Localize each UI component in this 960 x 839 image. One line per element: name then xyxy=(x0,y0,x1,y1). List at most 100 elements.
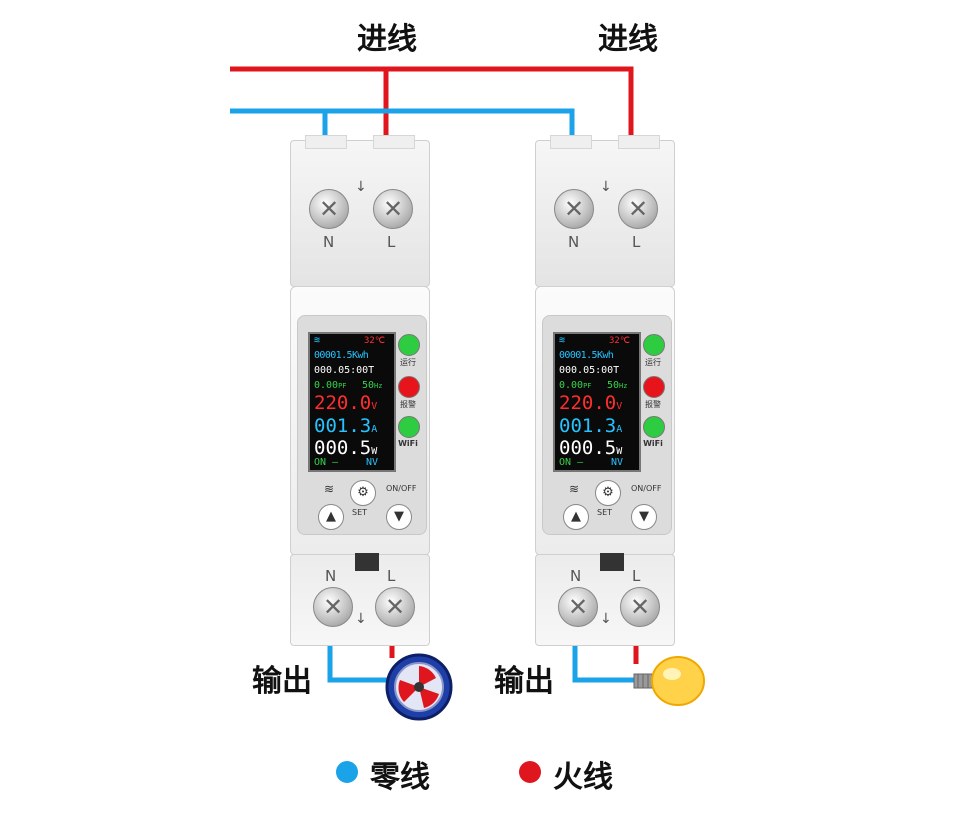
set-gear-button[interactable]: ⚙ xyxy=(350,480,376,506)
current-reading: 001.3 xyxy=(559,415,617,437)
screw-icon: ✕ xyxy=(309,189,349,229)
energy-reading: 00001.5Kwh xyxy=(314,350,369,361)
wifi-indicator-label: WiFi xyxy=(398,439,418,448)
live-input-wire xyxy=(230,66,634,150)
run-indicator-led xyxy=(398,334,420,356)
input-terminal-block: ✕ ✕ ↓ N L xyxy=(535,135,675,287)
up-button[interactable]: ▲ xyxy=(318,504,344,530)
live-legend-dot xyxy=(519,761,541,783)
temperature-reading: 32℃ xyxy=(609,336,630,346)
lamp-icon xyxy=(633,656,705,706)
output-terminal-block: N L ✕ ✕ ↓ xyxy=(290,553,430,646)
power-reading: 000.5 xyxy=(559,437,617,459)
energy-reading: 00001.5Kwh xyxy=(559,350,614,361)
screw-icon: ✕ xyxy=(373,189,413,229)
terminal-n-label: N xyxy=(325,567,337,585)
alarm-indicator-led xyxy=(643,376,665,398)
terminal-n-label: N xyxy=(568,233,580,251)
onoff-label: ON/OFF xyxy=(386,484,417,493)
screw-icon: ✕ xyxy=(554,189,594,229)
arrow-down-icon: ↓ xyxy=(355,611,367,627)
neutral-legend-dot xyxy=(336,761,358,783)
down-button[interactable]: ▼ xyxy=(386,504,412,530)
switch-handle[interactable] xyxy=(600,553,624,571)
state-reading: ON xyxy=(559,457,572,468)
voltage-unit: V xyxy=(616,401,623,412)
voltage-unit: V xyxy=(371,401,378,412)
freq-unit: Hz xyxy=(619,382,628,390)
voltage-reading: 220.0 xyxy=(314,392,372,414)
switch-handle[interactable] xyxy=(355,553,379,571)
terminal-n-label: N xyxy=(323,233,335,251)
screw-icon: ✕ xyxy=(375,587,415,627)
time-reading: 000.05:00T xyxy=(314,365,375,376)
lcd-screen: ≋ 32℃ 00001.5Kwh 000.05:00T 0.00PF 50Hz … xyxy=(553,332,641,472)
power-unit: W xyxy=(616,446,623,457)
terminal-l-label: L xyxy=(387,233,396,251)
state-reading: ON xyxy=(314,457,327,468)
current-reading: 001.3 xyxy=(314,415,372,437)
mode-reading: NV xyxy=(611,457,624,468)
current-unit: A xyxy=(616,424,623,435)
neutral-legend-label: 零线 xyxy=(370,760,430,795)
lcd-screen: ≋ 32℃ 00001.5Kwh 000.05:00T 0.00PF 50Hz … xyxy=(308,332,396,472)
live-legend-label: 火线 xyxy=(553,760,613,795)
voltage-reading: 220.0 xyxy=(559,392,617,414)
run-indicator-label: 运行 xyxy=(645,358,661,367)
terminal-l-label: L xyxy=(387,567,396,585)
terminal-l-label: L xyxy=(632,567,641,585)
input-label-left: 进线 xyxy=(357,22,417,57)
input-terminal-block: ✕ ✕ ↓ N L xyxy=(290,135,430,287)
current-unit: A xyxy=(371,424,378,435)
meter-body: ≋ 32℃ 00001.5Kwh 000.05:00T 0.00PF 50Hz … xyxy=(535,286,675,556)
screw-icon: ✕ xyxy=(618,189,658,229)
alarm-indicator-label: 报警 xyxy=(645,400,661,409)
screw-icon: ✕ xyxy=(313,587,353,627)
terminal-n-label: N xyxy=(570,567,582,585)
pf-reading: 0.00 xyxy=(559,380,584,391)
terminal-l-label: L xyxy=(632,233,641,251)
temperature-reading: 32℃ xyxy=(364,336,385,346)
wifi-icon: ≋ xyxy=(314,335,321,346)
pf-reading: 0.00 xyxy=(314,380,339,391)
pf-unit: PF xyxy=(338,382,347,390)
mode-reading: NV xyxy=(366,457,379,468)
input-label-right: 进线 xyxy=(598,22,658,57)
set-label: SET xyxy=(352,508,368,517)
alarm-indicator-label: 报警 xyxy=(400,400,416,409)
run-indicator-led xyxy=(643,334,665,356)
screw-icon: ✕ xyxy=(620,587,660,627)
run-indicator-label: 运行 xyxy=(400,358,416,367)
front-panel: ≋ 32℃ 00001.5Kwh 000.05:00T 0.00PF 50Hz … xyxy=(542,315,672,535)
arrow-down-icon: ↓ xyxy=(355,179,367,195)
arrow-down-icon: ↓ xyxy=(600,179,612,195)
onoff-label: ON/OFF xyxy=(631,484,662,493)
screw-icon: ✕ xyxy=(558,587,598,627)
time-reading: 000.05:00T xyxy=(559,365,620,376)
meter-body: ≋ 32℃ 00001.5Kwh 000.05:00T 0.00PF 50Hz … xyxy=(290,286,430,556)
fan-icon xyxy=(385,653,453,721)
up-button[interactable]: ▲ xyxy=(563,504,589,530)
arrow-down-icon: ↓ xyxy=(600,611,612,627)
set-label: SET xyxy=(597,508,613,517)
freq-unit: Hz xyxy=(374,382,383,390)
wifi-indicator-led xyxy=(398,416,420,438)
wifi-indicator-label: WiFi xyxy=(643,439,663,448)
front-panel: ≋ 32℃ 00001.5Kwh 000.05:00T 0.00PF 50Hz … xyxy=(297,315,427,535)
output-label-left: 输出 xyxy=(252,664,312,699)
wifi-indicator-led xyxy=(643,416,665,438)
down-button[interactable]: ▼ xyxy=(631,504,657,530)
pf-unit: PF xyxy=(583,382,592,390)
power-reading: 000.5 xyxy=(314,437,372,459)
set-gear-button[interactable]: ⚙ xyxy=(595,480,621,506)
power-unit: W xyxy=(371,446,378,457)
wifi-button-icon[interactable]: ≋ xyxy=(324,482,335,496)
alarm-indicator-led xyxy=(398,376,420,398)
wifi-icon: ≋ xyxy=(559,335,566,346)
freq-reading: 50 xyxy=(607,380,620,391)
freq-reading: 50 xyxy=(362,380,375,391)
output-label-right: 输出 xyxy=(494,664,554,699)
wifi-button-icon[interactable]: ≋ xyxy=(569,482,580,496)
